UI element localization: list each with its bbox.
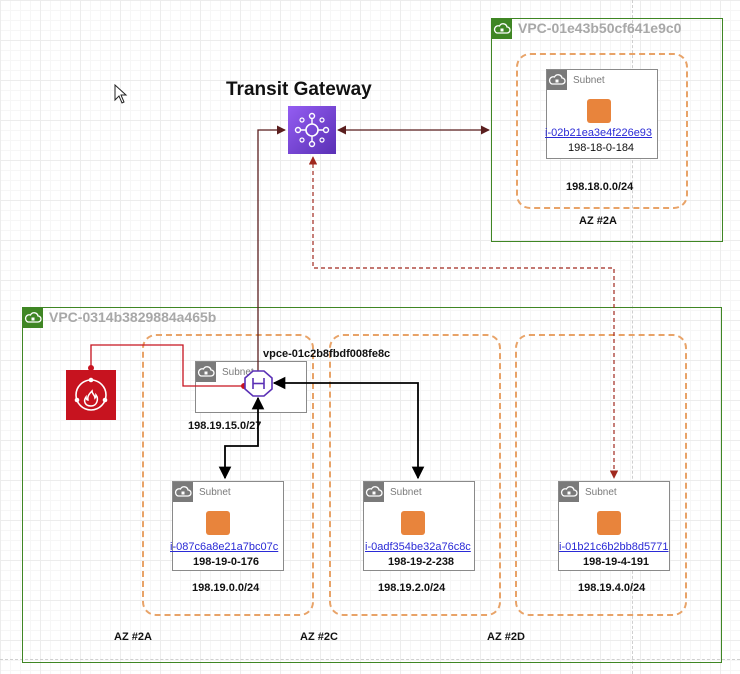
instance-link[interactable]: i-01b21c6b2bb8d5771	[559, 541, 669, 553]
instance-link[interactable]: i-02b21ea3e4f226e93	[545, 127, 653, 139]
cloud-lock-icon	[547, 70, 567, 90]
subnet-label: Subnet	[585, 487, 617, 498]
ec2-instance-icon[interactable]	[597, 511, 621, 535]
cloud-lock-icon	[23, 308, 43, 328]
cloud-lock-icon	[173, 482, 193, 502]
az-label: AZ #2D	[487, 631, 525, 643]
network-firewall-icon[interactable]	[66, 370, 116, 420]
subnet-label: Subnet	[222, 367, 254, 378]
tgw-to-az2d-dashed-link	[308, 156, 619, 479]
ec2-instance-icon[interactable]	[206, 511, 230, 535]
endpoint-subnet-cidr: 198.19.15.0/27	[188, 420, 262, 432]
transit-gateway-icon[interactable]	[288, 106, 336, 154]
cloud-lock-icon	[492, 19, 512, 39]
instance-name: 198-18-0-184	[568, 142, 635, 154]
transit-gateway-title: Transit Gateway	[226, 79, 372, 100]
tgw-to-endpoint-link	[257, 125, 286, 372]
cloud-lock-icon	[559, 482, 579, 502]
subnet-az-2a[interactable]: Subnet	[172, 481, 284, 571]
guide-line-vertical	[632, 0, 633, 674]
az-label: AZ #2C	[300, 631, 338, 643]
mouse-pointer-icon	[114, 84, 128, 104]
subnet-label: Subnet	[199, 487, 231, 498]
az-label: AZ #2A	[114, 631, 152, 643]
gateway-load-balancer-endpoint-icon	[244, 370, 273, 397]
vpc-bottom-title: VPC-0314b3829884a465b	[49, 309, 217, 325]
instance-name: 198-19-4-191	[583, 556, 650, 568]
instance-link[interactable]: i-0adf354be32a76c8c	[365, 541, 471, 553]
guide-line-horizontal	[0, 659, 740, 660]
subnet-cidr: 198.19.4.0/24	[578, 582, 646, 594]
firewall-to-endpoint-link	[88, 344, 247, 389]
instance-link[interactable]: i-087c6a8e21a7bc07c	[170, 541, 279, 553]
cloud-lock-icon	[364, 482, 384, 502]
endpoint-to-az2a-link	[218, 396, 265, 480]
subnet-label: Subnet	[390, 487, 422, 498]
ec2-instance-icon[interactable]	[401, 511, 425, 535]
instance-name: 198-19-0-176	[193, 556, 260, 568]
subnet-label: Subnet	[573, 75, 605, 86]
endpoint-to-az2c-link	[272, 376, 425, 480]
ec2-instance-icon[interactable]	[587, 99, 611, 123]
instance-name: 198-19-2-238	[388, 556, 455, 568]
vpc-top-title: VPC-01e43b50cf641e9c0	[518, 20, 682, 36]
subnet-cidr: 198.19.0.0/24	[192, 582, 260, 594]
cloud-lock-icon	[196, 362, 216, 382]
subnet-cidr: 198.19.2.0/24	[378, 582, 446, 594]
